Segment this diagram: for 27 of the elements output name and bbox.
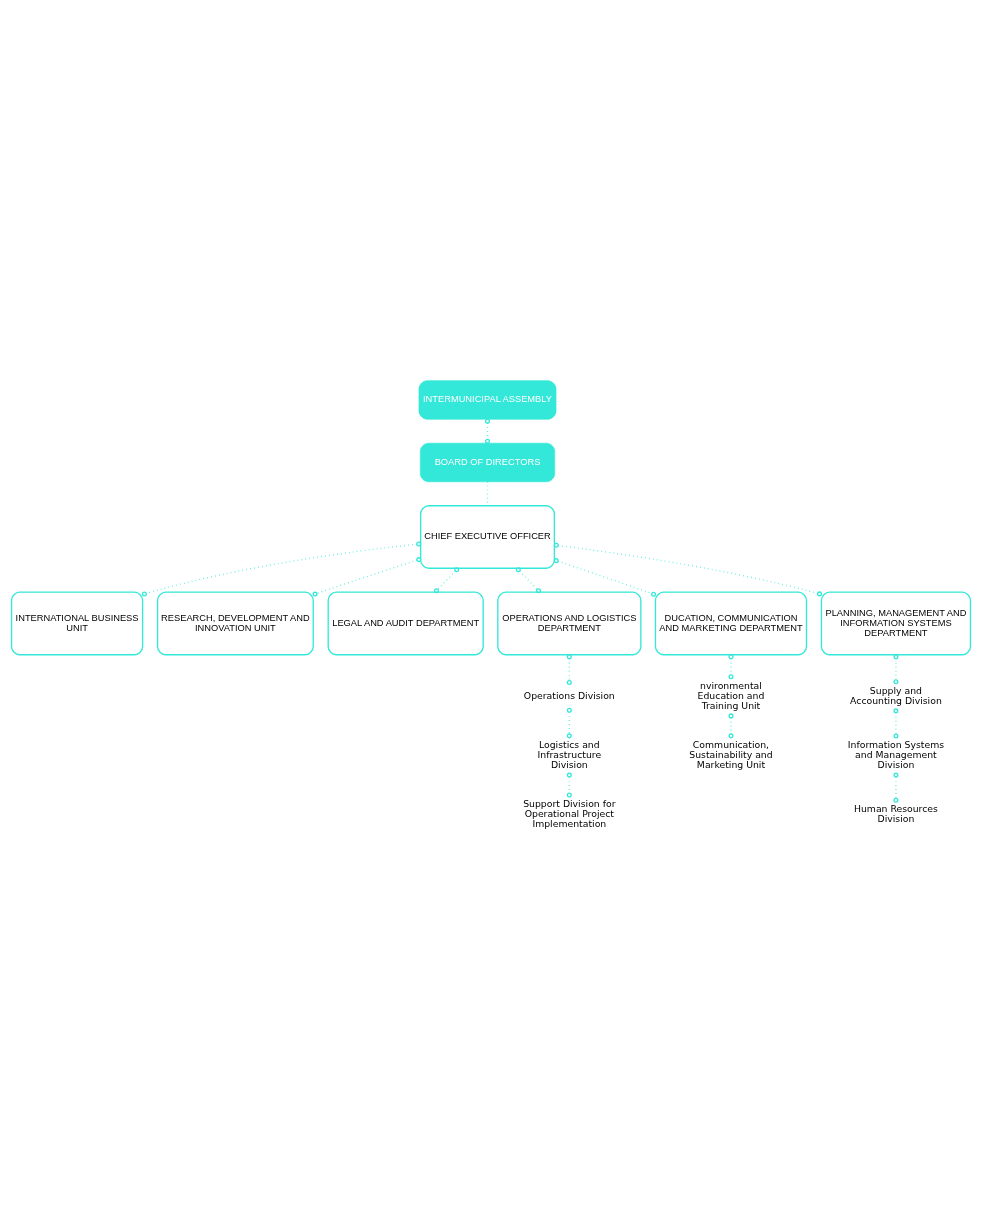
node-box: PLANNING, MANAGEMENT AND INFORMATION SYSTEMS DEPARTMENT	[820, 591, 972, 656]
connector	[553, 558, 657, 597]
node-box: DUCATION, COMMUNICATION AND MARKETING DEPARTMENT	[654, 591, 808, 656]
connector	[893, 772, 899, 803]
connector	[433, 567, 460, 594]
node-box: BOARD OF DIRECTORS	[420, 442, 556, 483]
node-box: LEGAL AND AUDIT DEPARTMENT	[327, 591, 484, 656]
node-box: OPERATIONS AND LOGISTICS DEPARTMENT	[497, 591, 642, 656]
connector	[553, 542, 823, 597]
node-text: Information Systems and Management Division	[847, 738, 945, 770]
connector	[515, 567, 542, 594]
node-box: INTERMUNICIPAL ASSEMBLY	[418, 380, 557, 420]
connector	[566, 654, 572, 685]
connector	[312, 557, 422, 597]
node-text: Communication, Sustainability and Marketing Unit	[689, 738, 773, 770]
connector	[893, 708, 899, 739]
node-text: nvironmental Education and Training Unit	[697, 679, 765, 711]
node-text: Logistics and Infrastructure Division	[537, 738, 602, 770]
node-box: INTERNATIONAL BUSINESS UNIT	[10, 591, 144, 656]
connector	[141, 541, 422, 597]
node-text: Human Resources Division	[853, 803, 938, 825]
node-text: Supply and Accounting Division	[850, 684, 942, 706]
node-text: Support Division for Operational Project Implementation	[523, 798, 616, 830]
node-box: CHIEF EXECUTIVE OFFICER	[420, 505, 556, 569]
node-box: RESEARCH, DEVELOPMENT AND INNOVATION UNIT	[156, 591, 314, 656]
connector	[566, 707, 572, 739]
node-text: Operations Division	[523, 689, 615, 701]
